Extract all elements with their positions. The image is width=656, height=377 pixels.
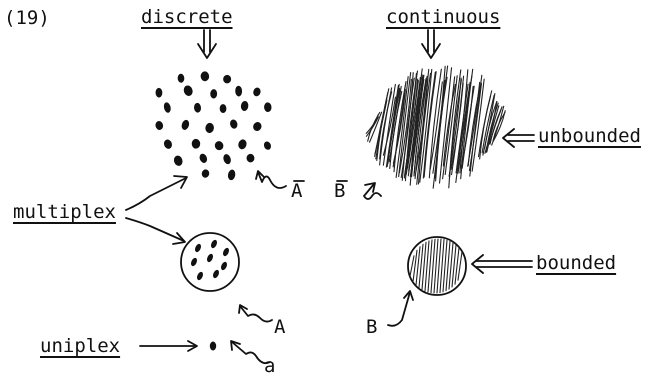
multiplex-label: multiplex xyxy=(13,203,116,222)
discrete-blob xyxy=(190,257,198,267)
uniplex-dot xyxy=(210,342,216,351)
continuous-bounded-circle xyxy=(408,237,466,295)
pointer-b xyxy=(388,292,410,326)
discrete-blob xyxy=(156,88,163,98)
discrete-blob xyxy=(163,138,174,150)
discrete-blob xyxy=(223,75,231,84)
discrete-blob xyxy=(212,269,220,279)
discrete-heading: discrete xyxy=(141,8,233,27)
continuous-down-double-arrow xyxy=(422,30,440,58)
discrete-blob xyxy=(252,87,261,97)
uniplex-arrow xyxy=(140,341,197,351)
discrete-blob xyxy=(229,119,238,130)
discrete-blob xyxy=(173,154,184,166)
symbol-a-bar: A xyxy=(291,182,302,201)
discrete-blob xyxy=(237,138,248,150)
discrete-blob xyxy=(210,239,218,249)
multiplex-fork-arrows xyxy=(126,176,187,244)
discrete-blob xyxy=(194,103,202,113)
discrete-down-double-arrow xyxy=(198,30,216,58)
discrete-bounded-circle xyxy=(181,233,239,291)
discrete-blob xyxy=(200,71,209,81)
discrete-blob xyxy=(205,122,215,133)
discrete-blob xyxy=(220,104,227,113)
continuous-unbounded-region xyxy=(366,66,505,188)
discrete-blob xyxy=(180,119,190,131)
unbounded-double-arrow xyxy=(503,129,534,147)
discrete-blob xyxy=(227,169,236,181)
discrete-blob xyxy=(235,86,242,97)
symbol-a: A xyxy=(274,318,285,337)
discrete-blob xyxy=(210,89,217,99)
discrete-blob xyxy=(220,261,228,271)
discrete-blob xyxy=(196,271,204,281)
discrete-blob xyxy=(222,247,230,257)
discrete-blob xyxy=(192,139,201,149)
discrete-blob xyxy=(240,101,249,112)
discrete-unbounded-dots xyxy=(155,71,273,181)
discrete-blob xyxy=(182,84,194,97)
symbol-b-bar: B xyxy=(334,182,345,201)
bounded-double-arrow xyxy=(472,255,532,273)
discrete-blob xyxy=(155,120,164,130)
symbol-b: B xyxy=(366,318,377,337)
discrete-blob xyxy=(222,153,232,165)
discrete-blob xyxy=(206,253,214,263)
discrete-blob xyxy=(263,140,272,150)
discrete-blob xyxy=(252,121,263,133)
continuous-heading: continuous xyxy=(386,8,500,27)
uniplex-label: uniplex xyxy=(40,337,120,356)
discrete-blob xyxy=(264,102,272,112)
figure-number: (19) xyxy=(4,9,50,28)
discrete-blob xyxy=(177,74,184,83)
unbounded-label: unbounded xyxy=(538,127,641,146)
discrete-blob xyxy=(194,243,202,253)
discrete-blob xyxy=(246,154,255,163)
discrete-blob xyxy=(213,140,224,152)
bounded-label: bounded xyxy=(536,254,616,273)
discrete-blob xyxy=(198,153,208,165)
symbol-a-small: a xyxy=(264,357,275,376)
discrete-blob xyxy=(163,102,172,114)
discrete-blob xyxy=(201,169,210,179)
